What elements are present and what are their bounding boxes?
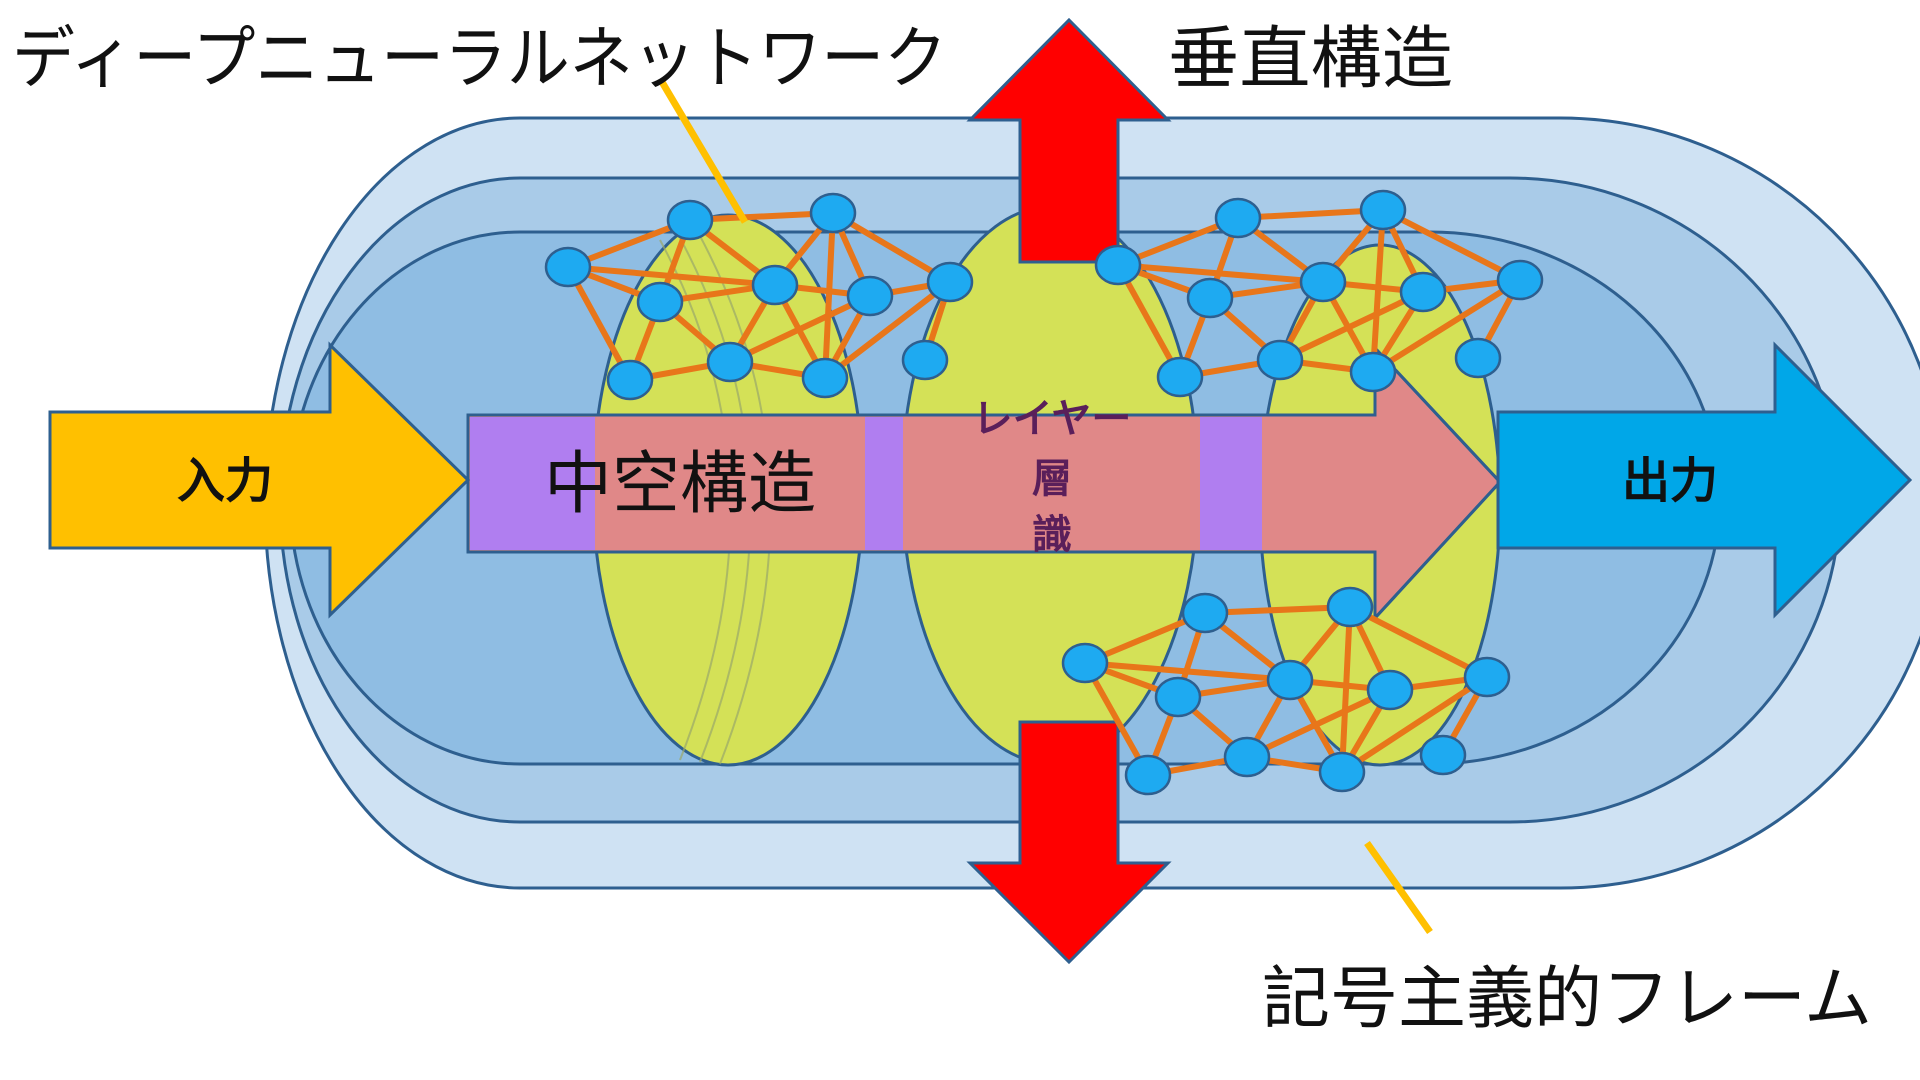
network-node-icon [1124,754,1172,796]
network-edge [1244,687,1393,760]
network-node-icon [1094,244,1142,286]
layer-label: レイヤー [973,396,1132,442]
network-node-icon [1154,676,1202,718]
output-arrow [1496,341,1913,619]
frame-callout-line [1364,840,1433,935]
main-arrow-gap-segment-1 [865,417,903,550]
network-node-icon [1156,356,1204,398]
network-edge [1380,207,1523,283]
main-arrow-gap-segment-2 [1200,417,1262,550]
network-edge [822,279,953,381]
main-flow-arrow [466,344,1503,622]
network-node-icon [926,261,974,303]
network-node-icon [1266,659,1314,701]
network-node-icon [606,359,654,401]
network-node-icon [1299,261,1347,303]
network-node-icon [1186,277,1234,319]
dnn-callout-label: ディープニューラルネットワーク [12,20,947,99]
network-node-icon [901,339,949,381]
network-edge [1370,207,1386,375]
network-bottom [1061,586,1511,796]
network-edge [687,210,836,223]
network-node-icon [1359,189,1407,231]
network-edge [1277,289,1426,363]
input-label: 入力 [177,453,273,509]
network-node-icon [1454,337,1502,379]
input-arrow [48,341,471,619]
network-edge [1370,277,1523,375]
output-label: 出力 [1622,453,1718,509]
hollow-structure-label: 中空構造 [544,445,816,524]
network-top-right [1094,189,1544,398]
neural-networks [544,189,1544,796]
network-node-icon [1326,586,1374,628]
network-edge [1082,660,1151,778]
symbolic-frame-label: 記号主義的フレーム [1262,960,1872,1039]
network-node-icon [1223,736,1271,778]
network-node-icon [751,264,799,306]
dnn-callout-line [658,80,749,224]
network-node-icon [809,192,857,234]
layer-char-1: 層 [1032,456,1072,502]
network-edge [1347,604,1490,680]
network-edge [1339,604,1353,775]
network-node-icon [846,275,894,317]
network-edge [830,210,953,285]
layer-char-2: 識 [1032,512,1072,558]
network-node-icon [1318,751,1366,793]
network-node-icon [636,281,684,323]
vertical-structure-label: 垂直構造 [1168,20,1453,99]
network-edge [1339,674,1490,775]
network-node-icon [1399,271,1447,313]
network-edge [1202,604,1353,616]
main-arrow-left-segment [470,417,595,550]
network-node-icon [801,357,849,399]
main-arrow-outline [466,344,1503,622]
network-top-left [544,192,974,401]
network-edge [565,264,633,383]
network-node-icon [1214,197,1262,239]
network-node-icon [666,199,714,241]
network-node-icon [1366,669,1414,711]
network-node-icon [1181,592,1229,634]
arrow-down-icon [966,720,1172,965]
network-edge [822,210,836,381]
network-node-icon [1419,734,1467,776]
network-node-icon [1061,642,1109,684]
network-edge [1115,262,1183,380]
network-node-icon [1496,259,1544,301]
network-node-icon [1256,339,1304,381]
arrow-up-icon [966,17,1172,264]
network-node-icon [1349,351,1397,393]
network-node-icon [1463,656,1511,698]
network-node-icon [706,341,754,383]
network-edge [1235,207,1386,221]
network-node-icon [544,246,592,288]
